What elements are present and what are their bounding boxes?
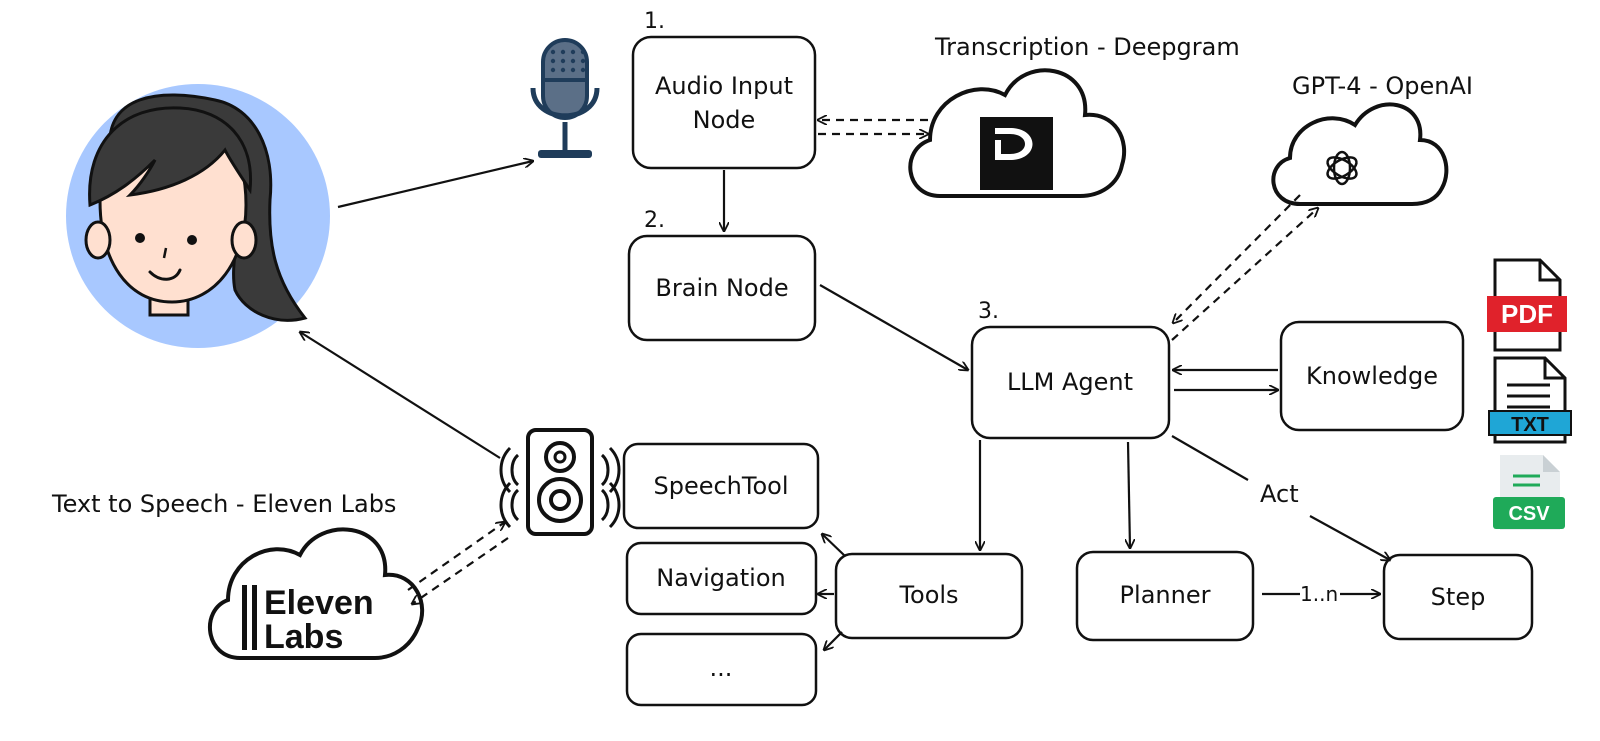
step-number-2: 2. xyxy=(644,208,665,233)
speechtool-label: SpeechTool xyxy=(653,472,788,500)
planner-label: Planner xyxy=(1120,581,1211,609)
act-label: Act xyxy=(1260,480,1299,508)
user-avatar xyxy=(66,84,330,348)
arrow-llm-to-openai xyxy=(1171,208,1318,341)
tools-node: Tools xyxy=(834,552,1024,640)
arrow-tools-to-ellipsis xyxy=(824,631,843,650)
brain-node: Brain Node xyxy=(627,234,817,342)
deepgram-cloud-icon xyxy=(908,68,1127,198)
txt-file-icon: TXT xyxy=(1488,356,1572,444)
arrow-llm-to-planner xyxy=(1128,441,1130,548)
pdf-label: PDF xyxy=(1501,299,1553,329)
csv-file-icon: CSV xyxy=(1493,455,1565,530)
openai-cloud-icon xyxy=(1271,102,1449,206)
step-number-1: 1. xyxy=(644,9,665,34)
elevenlabs-cloud-icon: Eleven Labs xyxy=(207,527,425,660)
tools-label: Tools xyxy=(898,581,958,609)
audio-input-node: Audio Input Node xyxy=(631,35,817,170)
ellipsis-label: ... xyxy=(710,654,733,682)
arrow-act-to-step xyxy=(1309,515,1390,560)
audio-input-node-label-1: Audio Input xyxy=(655,72,793,100)
tts-label: Text to Speech - Eleven Labs xyxy=(51,490,396,518)
step-number-3: 3. xyxy=(978,299,999,324)
arrow-brain-to-llm xyxy=(819,284,968,370)
step-node: Step xyxy=(1382,553,1534,641)
elevenlabs-logo-line1: Eleven xyxy=(264,584,374,622)
llm-agent-node: LLM Agent xyxy=(970,325,1171,440)
arrow-llm-to-act xyxy=(1171,435,1249,481)
llm-agent-label: LLM Agent xyxy=(1007,368,1133,396)
knowledge-node: Knowledge xyxy=(1279,320,1465,432)
arrow-elevenlabs-to-speaker xyxy=(407,522,505,591)
ellipsis-node: ... xyxy=(625,632,818,707)
gpt-label: GPT-4 - OpenAI xyxy=(1292,72,1473,100)
microphone-icon xyxy=(530,38,600,158)
csv-label: CSV xyxy=(1508,503,1550,525)
speechtool-node: SpeechTool xyxy=(622,442,820,530)
txt-label: TXT xyxy=(1511,414,1549,436)
transcription-label: Transcription - Deepgram xyxy=(934,33,1240,61)
navigation-label: Navigation xyxy=(656,564,785,592)
step-label: Step xyxy=(1431,583,1486,611)
knowledge-label: Knowledge xyxy=(1306,362,1438,390)
one-to-n-label: 1..n xyxy=(1300,582,1338,606)
arrow-tools-to-speechtool xyxy=(822,534,846,557)
arrow-openai-to-llm xyxy=(1173,194,1301,323)
planner-node: Planner xyxy=(1075,550,1255,642)
arrow-speaker-to-user xyxy=(300,332,501,459)
arrow-speaker-to-elevenlabs xyxy=(412,537,509,604)
navigation-node: Navigation xyxy=(625,541,818,616)
elevenlabs-logo-line2: Labs xyxy=(264,618,343,656)
brain-node-label: Brain Node xyxy=(655,274,788,302)
audio-input-node-label-2: Node xyxy=(693,106,756,134)
arrow-user-to-mic xyxy=(337,161,533,209)
pdf-file-icon: PDF xyxy=(1487,258,1567,352)
speaker-icon xyxy=(499,428,621,536)
